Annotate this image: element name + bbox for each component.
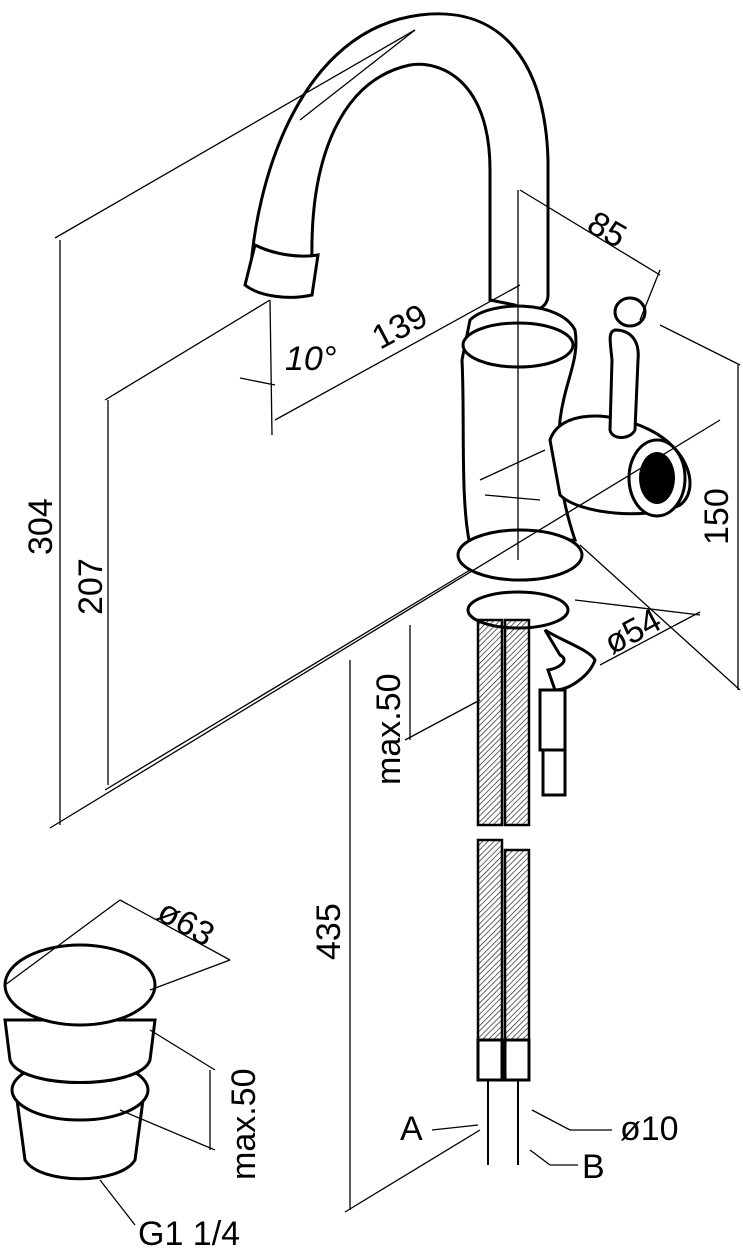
dim-85-label: 85 [581,204,633,256]
dim-150-label: 150 [698,488,736,545]
waste-max50-label: max.50 [225,1069,263,1181]
dim-max50-label: max.50 [370,674,408,786]
waste-diameter-label: ø63 [151,892,221,954]
inlet-b-label: B [582,1148,605,1186]
dim-207-label: 207 [72,558,110,615]
pop-up-waste [3,899,231,1226]
dim-435-label: 435 [310,903,348,960]
inlet-a-label: A [400,1110,423,1148]
hose-diameter-label: ø10 [620,1110,679,1148]
lever-handle [548,296,692,518]
dimension-lines [49,29,741,1213]
mounting-kit [466,590,597,797]
dim-304-label: 304 [22,498,60,555]
waste-thread-label: G1 1/4 [138,1215,240,1253]
supply-hoses [476,618,531,1165]
dim-139-label: 139 [366,297,434,357]
dim-angle-label: 10° [285,340,336,378]
spout [243,12,550,312]
faucet-body [456,304,584,582]
